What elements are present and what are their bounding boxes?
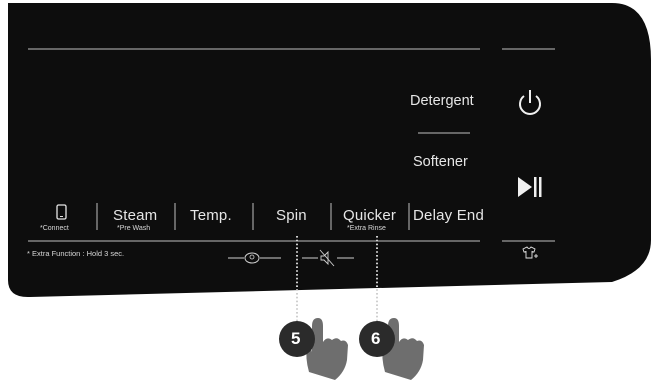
softener-button[interactable]: Softener: [413, 154, 468, 170]
detergent-button[interactable]: Detergent: [410, 93, 474, 109]
steam-sublabel: *Pre Wash: [117, 225, 151, 232]
spin-button[interactable]: Spin: [276, 207, 307, 224]
shirt-plus-icon[interactable]: [522, 246, 538, 259]
hand-icon: [306, 318, 348, 380]
delay-end-button[interactable]: Delay End: [413, 207, 485, 224]
quicker-sublabel: *Extra Rinse: [347, 225, 386, 232]
callout-number-6: 6: [371, 329, 381, 348]
power-icon[interactable]: [519, 90, 541, 115]
connect-sublabel: *Connect: [40, 225, 69, 232]
phone-icon[interactable]: [56, 204, 67, 220]
callout-number-5: 5: [291, 329, 301, 348]
child-lock-icon: [228, 252, 281, 264]
panel-background: [8, 3, 651, 298]
mute-icon: [302, 249, 354, 267]
callout-badge: [359, 321, 395, 357]
callout-badge: [279, 321, 315, 357]
temp-button[interactable]: Temp.: [190, 207, 232, 224]
extra-function-note: * Extra Function : Hold 3 sec.: [27, 249, 125, 258]
quicker-button[interactable]: Quicker: [343, 207, 397, 224]
steam-button[interactable]: Steam: [113, 207, 158, 224]
play-pause-icon[interactable]: [518, 177, 542, 197]
